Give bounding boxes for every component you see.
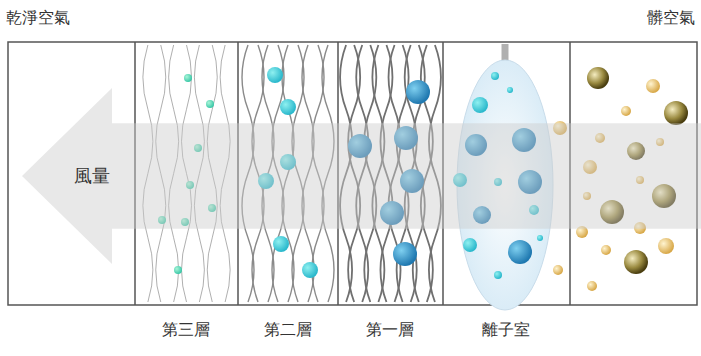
- chamber-label: 離子室: [482, 320, 530, 339]
- clean-air-label: 乾淨空氣: [6, 8, 70, 27]
- dirty-air-label: 髒空氣: [647, 8, 695, 27]
- layer-label: 第二層: [264, 320, 312, 339]
- arrow-shape: [22, 88, 701, 264]
- airflow-label: 風量: [74, 165, 110, 187]
- layer-label: 第一層: [366, 320, 414, 339]
- airflow-arrow: 風量: [22, 88, 701, 264]
- layer-label: 第三層: [162, 320, 210, 339]
